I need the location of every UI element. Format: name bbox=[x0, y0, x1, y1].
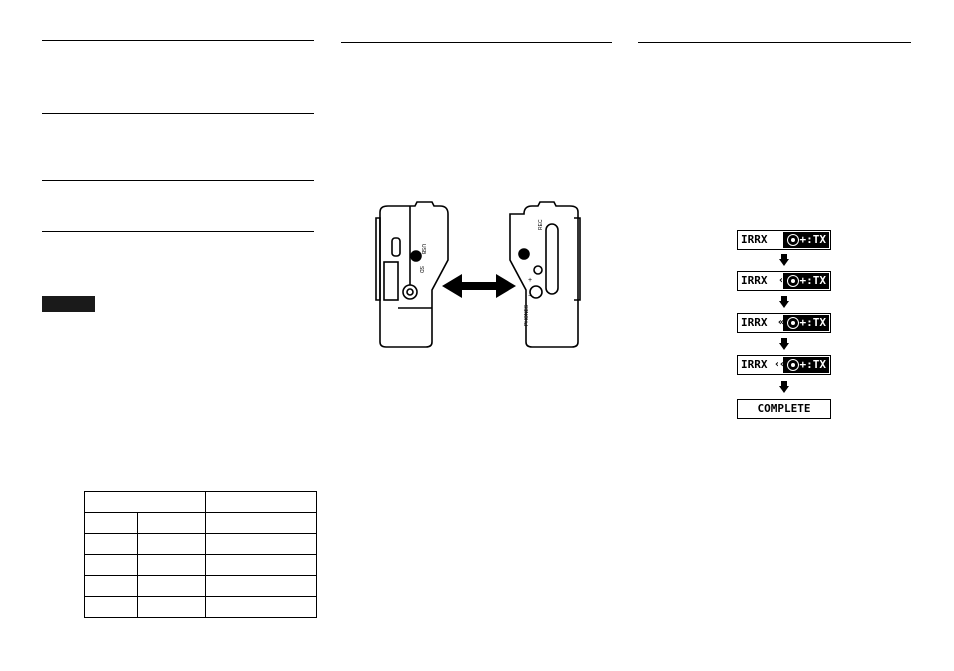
lcd-screen-step-1: IRRX +:TX bbox=[737, 230, 831, 250]
lcd-text: IRRX bbox=[741, 316, 768, 329]
table-row bbox=[84, 575, 317, 597]
lcd-text: COMPLETE bbox=[757, 402, 811, 415]
tx-indicator: +:TX bbox=[783, 232, 829, 248]
usb-port-label: USB bbox=[420, 244, 426, 255]
table-cell bbox=[205, 554, 317, 576]
section-rule bbox=[341, 42, 612, 43]
device-left-side bbox=[375, 201, 449, 348]
ir-signal-indicator: « bbox=[778, 317, 785, 328]
target-icon bbox=[787, 234, 799, 246]
volume-plus-label: + bbox=[528, 277, 532, 284]
ir-signal-indicator: ‹ bbox=[778, 275, 785, 286]
note-label-box bbox=[42, 296, 95, 312]
target-icon bbox=[787, 317, 799, 329]
lcd-text: IRRX bbox=[741, 274, 768, 287]
table-cell bbox=[84, 554, 138, 576]
table-cell bbox=[137, 596, 206, 618]
ir-signal-indicator: ‹« bbox=[774, 359, 787, 370]
table-cell bbox=[84, 596, 138, 618]
section-rule bbox=[42, 180, 314, 181]
table-cell bbox=[84, 491, 206, 513]
table-cell bbox=[84, 575, 138, 597]
device-right-side bbox=[509, 201, 581, 348]
lcd-text: IRRX bbox=[741, 358, 768, 371]
table-row bbox=[84, 596, 317, 618]
table-cell bbox=[205, 533, 317, 555]
table-cell bbox=[137, 512, 206, 534]
table-cell bbox=[205, 491, 317, 513]
down-arrow-icon bbox=[779, 381, 789, 393]
table-row bbox=[84, 512, 317, 534]
table-cell bbox=[84, 533, 138, 555]
table-row bbox=[84, 533, 317, 555]
lcd-screen-complete: COMPLETE bbox=[737, 399, 831, 419]
target-icon bbox=[787, 359, 799, 371]
table-cell bbox=[205, 596, 317, 618]
table-cell bbox=[137, 554, 206, 576]
section-rule bbox=[638, 42, 911, 43]
lcd-screen-step-2: IRRX ‹+:TX bbox=[737, 271, 831, 291]
section-rule bbox=[42, 40, 314, 41]
table-cell bbox=[137, 575, 206, 597]
volume-minus-label: − bbox=[528, 293, 532, 300]
table-row bbox=[84, 554, 317, 576]
device-side-views-illustration: USB SD REC PHONES + − bbox=[375, 201, 581, 348]
phones-label: PHONES bbox=[524, 304, 530, 326]
tx-indicator: +:TX bbox=[783, 357, 829, 373]
table-cell bbox=[84, 512, 138, 534]
rec-switch-label: REC bbox=[538, 219, 544, 230]
sd-slot-label: SD bbox=[418, 266, 424, 273]
table-header-row bbox=[84, 491, 317, 513]
tx-indicator: +:TX bbox=[783, 273, 829, 289]
section-rule bbox=[42, 113, 314, 114]
lcd-text: IRRX bbox=[741, 233, 768, 246]
tx-indicator: +:TX bbox=[783, 315, 829, 331]
lcd-screen-step-4: IRRX ‹«+:TX bbox=[737, 355, 831, 375]
table-cell bbox=[137, 533, 206, 555]
down-arrow-icon bbox=[779, 296, 789, 308]
settings-table bbox=[84, 491, 317, 618]
double-arrow bbox=[442, 274, 516, 298]
table-cell bbox=[205, 512, 317, 534]
down-arrow-icon bbox=[779, 254, 789, 266]
section-rule bbox=[42, 231, 314, 232]
table-cell bbox=[205, 575, 317, 597]
target-icon bbox=[787, 275, 799, 287]
down-arrow-icon bbox=[779, 338, 789, 350]
lcd-screen-step-3: IRRX «+:TX bbox=[737, 313, 831, 333]
